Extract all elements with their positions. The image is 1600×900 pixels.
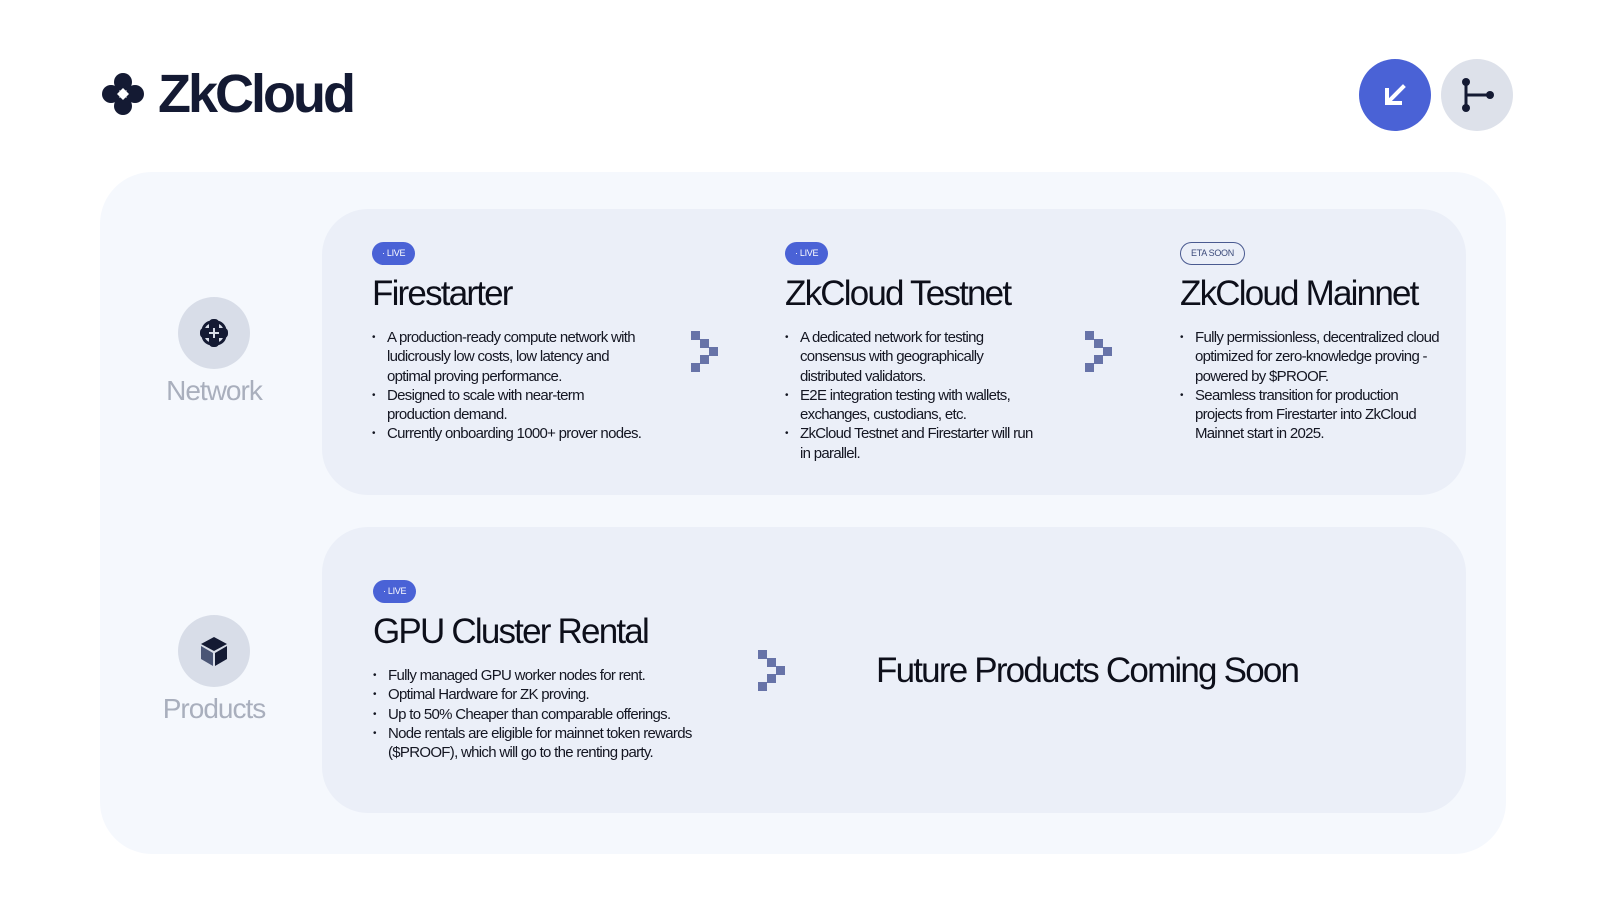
list-item: Up to 50% Cheaper than comparable offeri…	[373, 705, 723, 725]
stage-title: Firestarter	[372, 274, 513, 313]
list-item: ZkCloud Testnet and Firestarter will run…	[785, 424, 1035, 463]
status-badge: · LIVE	[785, 242, 829, 265]
list-item: A dedicated network for testing consensu…	[785, 328, 1035, 386]
list-item: Currently onboarding 1000+ prover nodes.	[372, 424, 642, 444]
list-item: Seamless transition for production proje…	[1180, 386, 1444, 444]
list-item: Fully managed GPU worker nodes for rent.	[373, 666, 723, 686]
list-item: Designed to scale with near-term product…	[372, 386, 642, 425]
zkcloud-logo-icon	[102, 73, 144, 115]
row-label-network: Network	[134, 297, 294, 407]
branch-button[interactable]	[1441, 59, 1513, 131]
network-icon-circle	[178, 297, 250, 369]
brand-name: ZkCloud	[158, 64, 356, 124]
stage-bullets: Fully permissionless, decentralized clou…	[1180, 328, 1444, 444]
chevron-right-icon	[758, 650, 785, 691]
globe-icon	[200, 319, 228, 347]
git-branch-icon	[1462, 78, 1494, 112]
chevron-right-icon	[1085, 331, 1112, 372]
arrow-button[interactable]	[1359, 59, 1431, 131]
chevron-right-icon	[691, 331, 718, 372]
cube-icon	[201, 637, 227, 666]
row-label-products: Products	[134, 615, 294, 725]
stage-title: ZkCloud Testnet	[785, 274, 1012, 313]
stage-gpu-cluster-rental: · LIVE GPU Cluster Rental Fully managed …	[373, 580, 723, 762]
stage-bullets: Fully managed GPU worker nodes for rent.…	[373, 666, 723, 762]
stage-zkcloud-testnet: · LIVE ZkCloud Testnet A dedicated netwo…	[785, 242, 1035, 463]
row-label-network-text: Network	[166, 375, 263, 406]
list-item: A production-ready compute network with …	[372, 328, 642, 386]
status-badge: ETA SOON	[1180, 242, 1245, 265]
status-badge: · LIVE	[373, 580, 417, 603]
products-icon-circle	[178, 615, 250, 687]
arrow-down-left-icon	[1385, 84, 1406, 105]
list-item: Optimal Hardware for ZK proving.	[373, 685, 723, 705]
stage-title: ZkCloud Mainnet	[1180, 274, 1419, 313]
stage-bullets: A production-ready compute network with …	[372, 328, 642, 444]
stage-bullets: A dedicated network for testing consensu…	[785, 328, 1035, 463]
future-products-text: Future Products Coming Soon	[876, 651, 1300, 690]
stage-title: GPU Cluster Rental	[373, 612, 650, 651]
list-item: Node rentals are eligible for mainnet to…	[373, 724, 723, 763]
stage-firestarter: · LIVE Firestarter A production-ready co…	[372, 242, 642, 444]
stage-zkcloud-mainnet: ETA SOON ZkCloud Mainnet Fully permissio…	[1180, 242, 1444, 444]
list-item: Fully permissionless, decentralized clou…	[1180, 328, 1444, 386]
status-badge: · LIVE	[372, 242, 416, 265]
list-item: E2E integration testing with wallets, ex…	[785, 386, 1035, 425]
row-label-products-text: Products	[162, 693, 267, 724]
brand-logo: ZkCloud	[100, 64, 356, 124]
